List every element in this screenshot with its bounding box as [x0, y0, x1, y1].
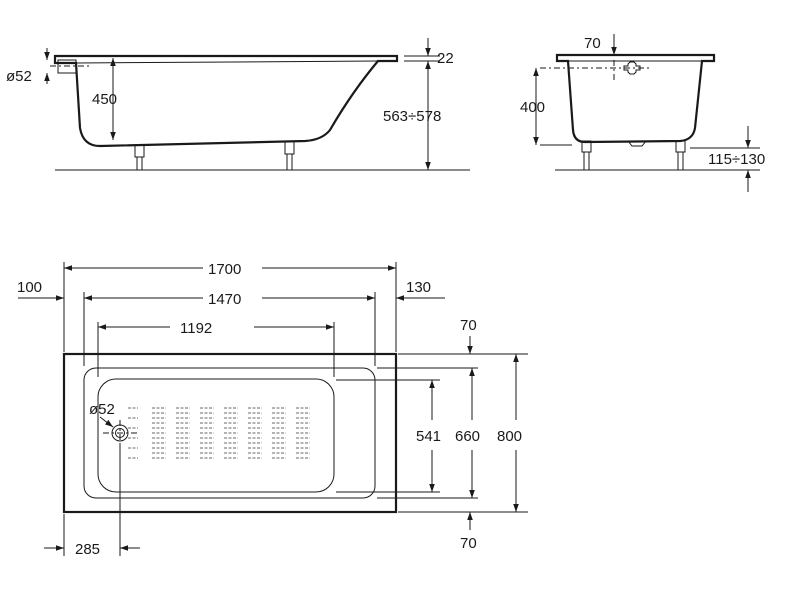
side-feet: [134, 140, 295, 171]
drain-offset-dim: 285: [44, 541, 140, 558]
overall-width-label: 800: [497, 428, 522, 445]
left-offset-dim: 100: [17, 279, 64, 301]
inner-length-dim: 1470: [84, 291, 375, 308]
height-range-label: 563÷578: [383, 108, 441, 125]
side-view: ø52 450 22 563÷578: [6, 38, 470, 171]
top-offset-label: 70: [460, 317, 477, 334]
height-dim: 563÷578: [383, 80, 441, 170]
overflow-pipe: [50, 59, 90, 74]
side-drain-diameter-label: ø52: [6, 68, 32, 85]
overflow-height-label: 400: [520, 99, 545, 116]
plan-drain-diameter-label: ø52: [89, 401, 115, 418]
depth-dim: 450: [92, 58, 117, 140]
tub-outline: [62, 352, 398, 514]
inner-width-dim: 660: [455, 368, 480, 498]
overall-width-dim: 800: [497, 354, 522, 512]
drain-fitting: [627, 140, 647, 147]
right-offset-dim: 130: [396, 279, 445, 301]
plan-view: ø52 1700 1470: [17, 261, 528, 558]
drain-diameter-dim: ø52: [6, 48, 50, 85]
right-offset-label: 130: [406, 279, 431, 296]
end-feet: [581, 140, 686, 171]
anti-slip-pattern: [128, 407, 310, 459]
drain-offset-label: 285: [75, 541, 100, 558]
tub-side-profile: [53, 54, 399, 148]
rim-thickness-dim: 22: [404, 38, 454, 80]
tub-flat-bottom: [97, 378, 335, 493]
overall-length-label: 1700: [208, 261, 241, 278]
end-view: 70 400 115÷130: [520, 34, 765, 192]
overflow-offset-label: 70: [584, 35, 601, 52]
left-offset-label: 100: [17, 279, 42, 296]
overflow-fitting: [540, 60, 650, 80]
bottom-offset-label: 70: [460, 535, 477, 552]
bottom-width-label: 541: [416, 428, 441, 445]
depth-label: 450: [92, 91, 117, 108]
overflow-height-dim: 400: [520, 68, 572, 146]
rim-inner-line: [75, 60, 379, 64]
inner-width-label: 660: [455, 428, 480, 445]
flat-bottom-length-dim: 1192: [98, 320, 334, 337]
tub-end-profile: [555, 53, 716, 144]
drain-symbol: ø52: [89, 401, 138, 446]
leg-range-label: 115÷130: [708, 151, 765, 168]
overall-length-dim: 1700: [64, 261, 396, 278]
leg-range-dim: 115÷130: [690, 126, 765, 192]
inner-length-label: 1470: [208, 291, 241, 308]
bottom-offset-dim: 70: [460, 512, 477, 552]
top-offset-dim: 70: [460, 317, 477, 354]
flat-bottom-length-label: 1192: [180, 320, 212, 337]
rim-thickness-label: 22: [437, 50, 454, 67]
bottom-width-dim: 541: [416, 380, 441, 492]
tub-inner-outline: [83, 367, 376, 499]
overflow-offset-dim: 70: [584, 34, 617, 55]
plan-extension-lines: [63, 262, 528, 556]
